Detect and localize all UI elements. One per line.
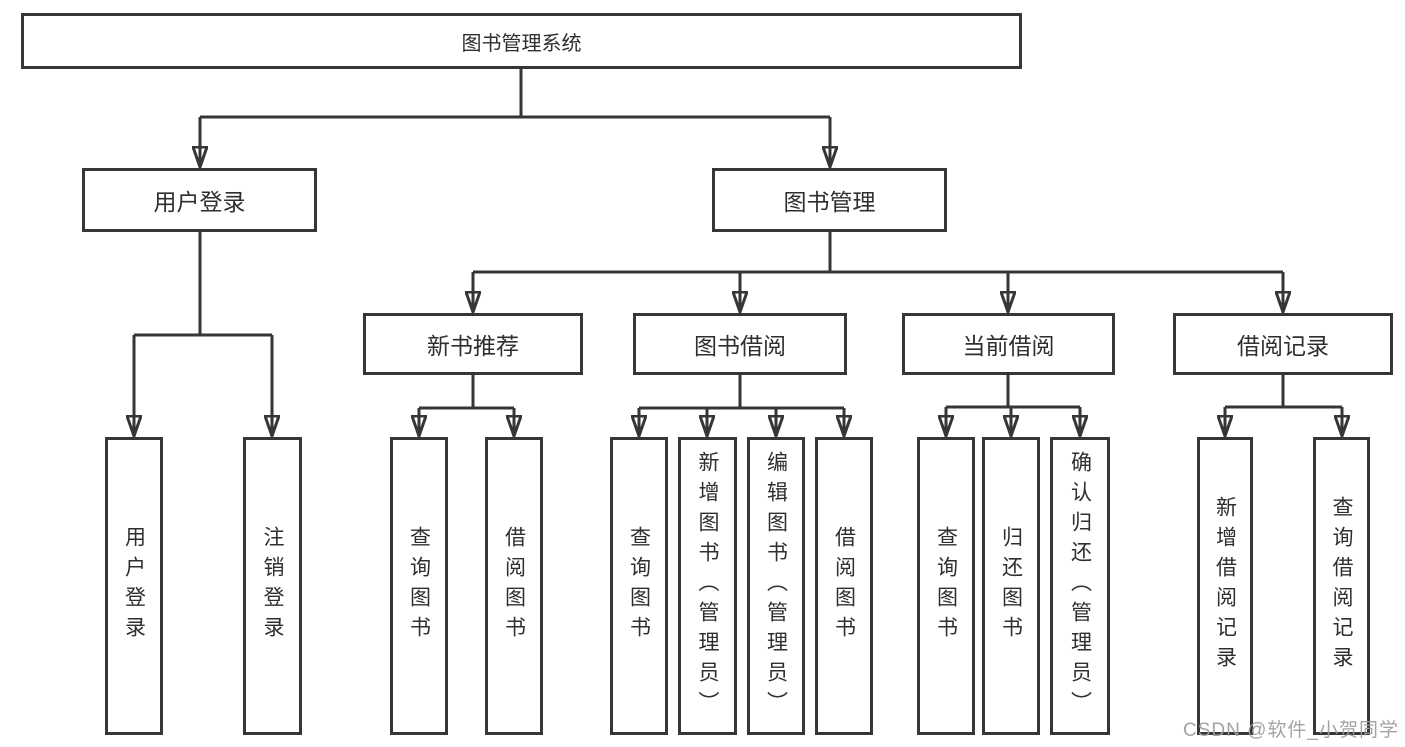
connectors-book-management	[473, 232, 1283, 312]
node-book-management: 图书管理	[712, 168, 947, 232]
connector-line	[200, 69, 830, 119]
node-label: 当前借阅	[962, 333, 1055, 359]
leaf-label: 新增借阅记录	[1213, 496, 1237, 676]
leaf-label: 新增图书（管理员）	[696, 451, 719, 721]
leaf-add-borrow-record: 新增借阅记录	[1197, 437, 1253, 735]
node-book-borrowing: 图书借阅	[633, 313, 847, 375]
leaf-label: 查询借阅记录	[1330, 496, 1353, 676]
leaf-return-book: 归还图书	[982, 437, 1040, 735]
leaf-label: 查询图书	[627, 526, 651, 646]
leaf-label: 确认归还（管理员）	[1068, 451, 1092, 721]
connectors-current-borrowing	[946, 375, 1080, 436]
node-label: 图书管理系统	[461, 32, 582, 55]
leaf-label: 查询图书	[934, 526, 958, 646]
connector-line	[473, 232, 1283, 274]
node-new-book-recommendation: 新书推荐	[363, 313, 583, 375]
leaf-query-book-under-current: 查询图书	[917, 437, 975, 735]
leaf-label: 注销登录	[261, 526, 284, 646]
leaf-logout: 注销登录	[243, 437, 302, 735]
connector-line	[1225, 375, 1342, 409]
leaf-label: 编辑图书（管理员）	[764, 451, 788, 721]
leaf-query-book-under-borrowing: 查询图书	[610, 437, 668, 735]
leaf-add-book-admin: 新增图书（管理员）	[678, 437, 737, 735]
leaf-label: 查询图书	[407, 526, 431, 646]
connectors-book-borrowing	[639, 375, 844, 436]
connector-line	[419, 375, 514, 410]
connectors-new-book-recommendation	[419, 375, 514, 436]
leaf-label: 借阅图书	[502, 526, 526, 646]
node-label: 新书推荐	[427, 333, 519, 359]
connector-line	[134, 232, 272, 337]
leaf-confirm-return-admin: 确认归还（管理员）	[1050, 437, 1110, 735]
node-user-login: 用户登录	[82, 168, 317, 232]
leaf-query-book-under-recommendation: 查询图书	[390, 437, 448, 735]
csdn-watermark: CSDN @软件_小贺同学	[1183, 720, 1399, 741]
node-label: 借阅记录	[1237, 333, 1329, 359]
node-label: 图书管理	[783, 189, 876, 215]
node-label: 图书借阅	[694, 333, 786, 359]
leaf-label: 借阅图书	[832, 526, 856, 646]
node-label: 用户登录	[153, 189, 246, 215]
connectors-borrowing-records	[1225, 375, 1342, 436]
leaf-label: 归还图书	[999, 526, 1023, 646]
node-library-management-system: 图书管理系统	[21, 13, 1022, 69]
node-borrowing-records: 借阅记录	[1173, 313, 1393, 375]
leaf-edit-book-admin: 编辑图书（管理员）	[747, 437, 805, 735]
connectors-user-login	[134, 232, 272, 436]
leaf-user-login: 用户登录	[105, 437, 163, 735]
node-current-borrowing: 当前借阅	[902, 313, 1115, 375]
connector-line	[639, 375, 844, 410]
leaf-label: 用户登录	[122, 526, 146, 646]
leaf-query-borrow-record: 查询借阅记录	[1313, 437, 1370, 735]
leaf-borrow-book-under-recommendation: 借阅图书	[485, 437, 543, 735]
connector-line	[946, 375, 1080, 409]
connectors-root	[200, 69, 830, 167]
leaf-borrow-book-under-borrowing: 借阅图书	[815, 437, 873, 735]
